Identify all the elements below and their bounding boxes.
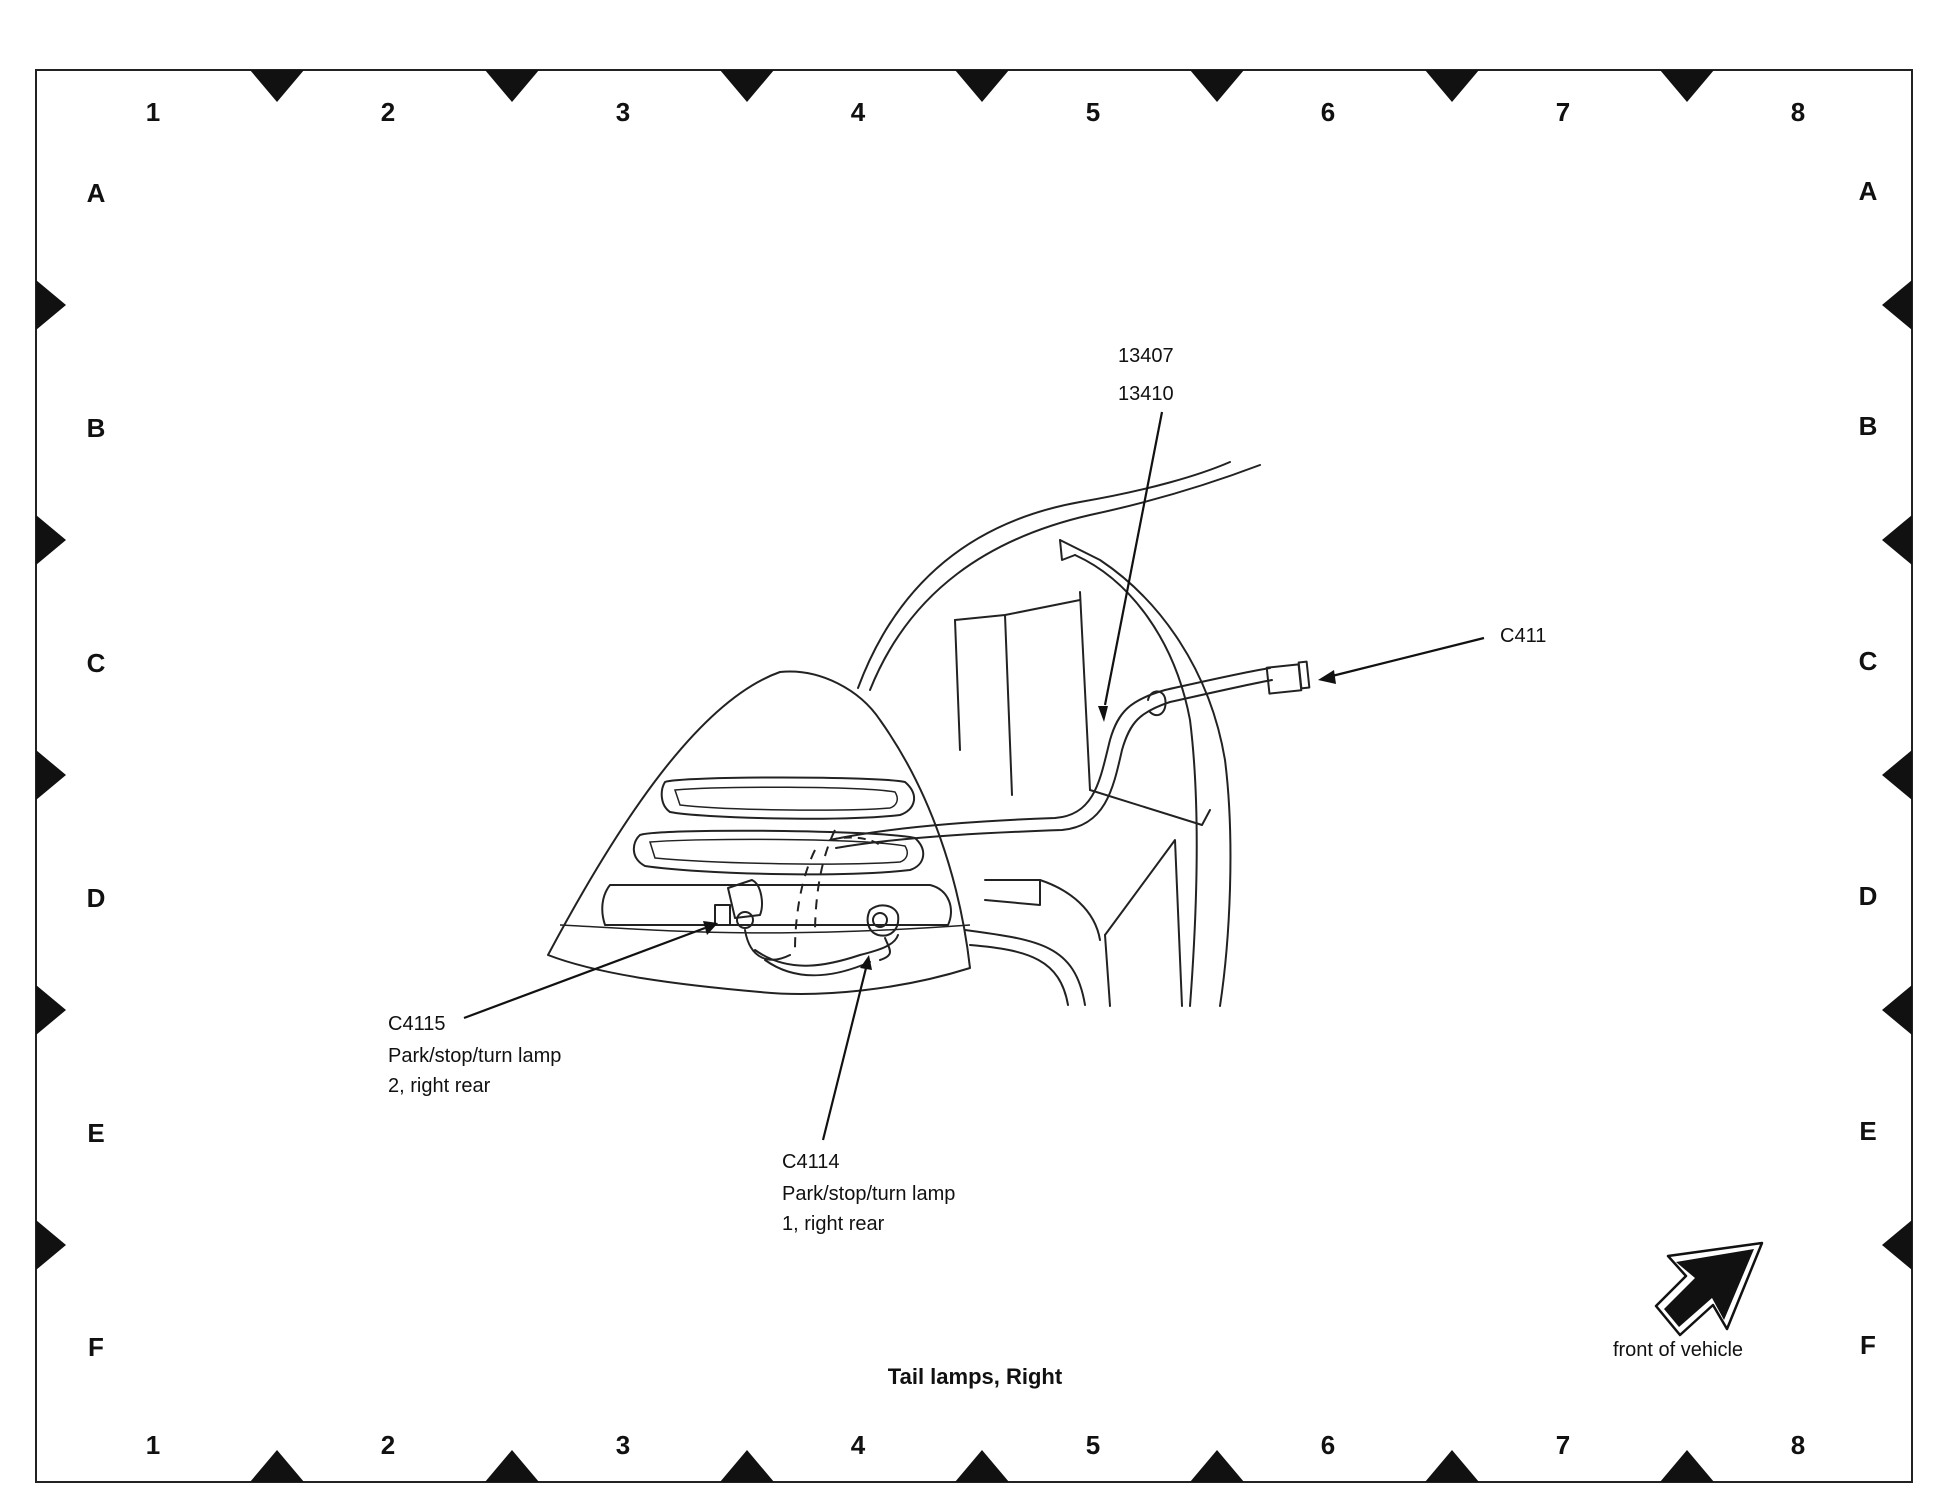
row-label: D — [87, 883, 106, 913]
c411-label: C411 — [1500, 625, 1546, 647]
row-label: B — [1859, 411, 1878, 441]
column-label: 4 — [851, 1430, 866, 1460]
callout-c4114: C4114 Park/stop/turn lamp 1, right rear — [782, 1151, 955, 1235]
c411-connector — [1265, 660, 1311, 695]
right-zone-markers — [1882, 280, 1912, 1270]
row-labels-left: A B C D E F — [87, 178, 106, 1362]
tail-lamp-assembly — [547, 670, 971, 995]
vehicle-body-illustration — [857, 461, 1261, 1007]
bulb-socket-2 — [714, 879, 791, 961]
row-labels-right: A B C D E F — [1859, 176, 1878, 1360]
column-label: 1 — [146, 97, 160, 127]
sheet-border — [35, 69, 1913, 1483]
left-zone-markers — [36, 280, 66, 1270]
column-label: 2 — [381, 1430, 395, 1460]
connector-desc-line1: Park/stop/turn lamp — [782, 1183, 955, 1205]
connector-desc-line2: 2, right rear — [388, 1075, 491, 1097]
column-label: 8 — [1791, 1430, 1805, 1460]
bottom-zone-markers — [250, 1450, 1714, 1482]
column-label: 1 — [146, 1430, 160, 1460]
row-label: E — [87, 1118, 104, 1148]
column-label: 7 — [1556, 97, 1570, 127]
row-label: D — [1859, 881, 1878, 911]
row-label: B — [87, 413, 106, 443]
column-labels-top: 1 2 3 4 5 6 7 8 — [146, 97, 1805, 127]
row-label: C — [1859, 646, 1878, 676]
front-arrow-icon — [1654, 1241, 1764, 1337]
connector-id-label: C4114 — [782, 1151, 839, 1173]
row-label: A — [1859, 176, 1878, 206]
row-label: A — [87, 178, 106, 208]
row-label: F — [88, 1332, 104, 1362]
row-label: F — [1860, 1330, 1876, 1360]
callout-c4115: C4115 Park/stop/turn lamp 2, right rear — [388, 1013, 561, 1097]
column-label: 6 — [1321, 97, 1335, 127]
row-label: C — [87, 648, 106, 678]
column-label: 3 — [616, 1430, 630, 1460]
leader-lines — [463, 411, 1485, 1141]
column-label: 6 — [1321, 1430, 1335, 1460]
column-label: 8 — [1791, 97, 1805, 127]
top-zone-markers — [250, 70, 1714, 102]
callout-part-numbers: 13407 13410 — [1118, 345, 1174, 405]
part-number-label: 13410 — [1118, 383, 1174, 405]
bulb-socket-1 — [866, 904, 900, 961]
part-number-label: 13407 — [1118, 345, 1174, 367]
connector-id-label: C4115 — [388, 1013, 445, 1035]
column-labels-bottom: 1 2 3 4 5 6 7 8 — [146, 1430, 1805, 1460]
row-label: E — [1859, 1116, 1876, 1146]
column-label: 3 — [616, 97, 630, 127]
column-label: 5 — [1086, 97, 1100, 127]
diagram-caption: Tail lamps, Right — [888, 1364, 1063, 1389]
column-label: 7 — [1556, 1430, 1570, 1460]
column-label: 4 — [851, 97, 866, 127]
wiring-harness — [829, 660, 1311, 849]
front-of-vehicle-label: front of vehicle — [1613, 1339, 1743, 1361]
connector-desc-line1: Park/stop/turn lamp — [388, 1045, 561, 1067]
column-label: 5 — [1086, 1430, 1100, 1460]
connector-desc-line2: 1, right rear — [782, 1213, 885, 1235]
column-label: 2 — [381, 97, 395, 127]
